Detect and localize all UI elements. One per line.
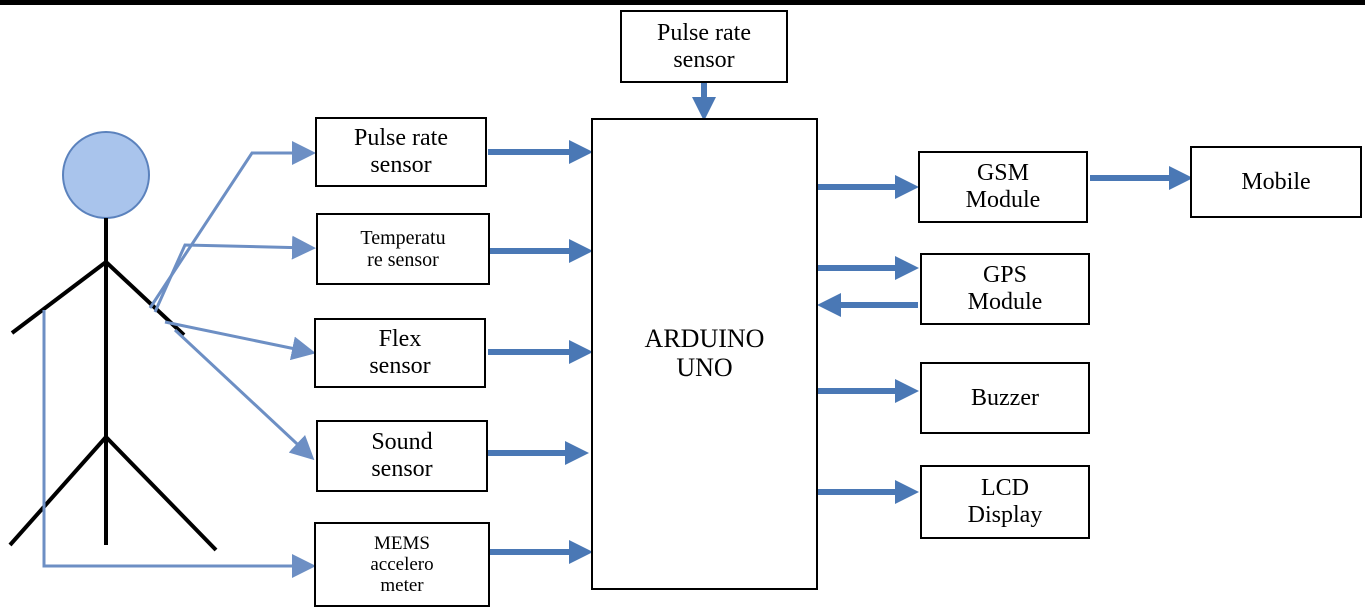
wire-to-pulse-sensor	[148, 141, 316, 309]
temperature-sensor-box: Temperatu re sensor	[316, 213, 490, 285]
gps-module-box: GPS Module	[920, 253, 1090, 325]
gps-module-label: GPS Module	[967, 262, 1043, 315]
buzzer-box: Buzzer	[920, 362, 1090, 434]
sound-sensor-label: Sound sensor	[371, 429, 433, 482]
sound-sensor-box: Sound sensor	[316, 420, 488, 492]
pulse-rate-sensor-label: Pulse rate sensor	[354, 125, 448, 178]
mobile-label: Mobile	[1241, 168, 1311, 195]
flex-sensor-label: Flex sensor	[369, 326, 431, 379]
body-wires	[42, 141, 316, 578]
flex-sensor-box: Flex sensor	[314, 318, 486, 388]
wire-to-mems-sensor	[42, 310, 316, 578]
gsm-module-label: GSM Module	[965, 160, 1041, 213]
arrows	[488, 83, 1193, 564]
mems-accelerometer-box: MEMS accelero meter	[314, 522, 490, 607]
wire-to-temperature-sensor	[153, 235, 316, 313]
arduino-uno-box: ARDUINO UNO	[591, 118, 818, 590]
top-border-rule	[0, 0, 1365, 5]
pulse-rate-sensor-top-box: Pulse rate sensor	[620, 10, 788, 83]
arduino-uno-label: ARDUINO UNO	[644, 324, 765, 383]
wire-to-flex-sensor	[164, 320, 316, 361]
lcd-display-label: LCD Display	[967, 475, 1043, 528]
wire-to-sound-sensor	[173, 328, 315, 461]
mobile-box: Mobile	[1190, 146, 1362, 218]
temperature-sensor-label: Temperatu re sensor	[360, 226, 446, 271]
buzzer-label: Buzzer	[971, 384, 1039, 411]
person-left-arm	[10, 260, 108, 335]
gsm-module-box: GSM Module	[918, 151, 1088, 223]
person-head	[62, 131, 150, 219]
pulse-rate-sensor-top-label: Pulse rate sensor	[657, 19, 751, 73]
person-right-leg	[104, 435, 218, 552]
pulse-rate-sensor-box: Pulse rate sensor	[315, 117, 487, 187]
person-left-leg	[8, 435, 108, 547]
lcd-display-box: LCD Display	[920, 465, 1090, 539]
mems-accelerometer-label: MEMS accelero meter	[370, 532, 434, 597]
